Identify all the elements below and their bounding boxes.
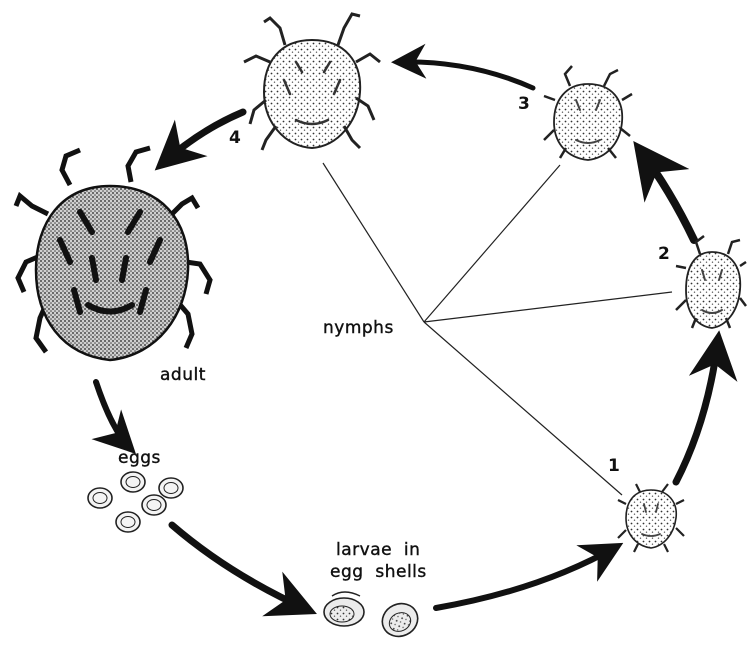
arrow-adult-to-eggs <box>96 382 130 448</box>
nymph-1-illustration <box>618 484 684 552</box>
label-stage-3: 3 <box>518 94 530 114</box>
label-eggs: eggs <box>118 448 161 468</box>
label-larvae-line-2: egg shells <box>330 562 427 582</box>
larva-shell <box>377 598 423 641</box>
nymph-4-illustration <box>244 14 380 150</box>
egg <box>142 495 166 515</box>
arrow-1-to-2 <box>676 340 718 482</box>
egg <box>121 472 145 492</box>
nymph-2-illustration <box>676 236 746 328</box>
label-stage-2: 2 <box>658 244 670 264</box>
arrow-3-to-4 <box>398 62 533 88</box>
label-stage-4: 4 <box>229 128 241 148</box>
arrow-larvae-to-1 <box>436 547 616 608</box>
arrow-eggs-to-larvae <box>172 525 308 610</box>
larva-shell <box>324 592 364 626</box>
eggs-cluster <box>88 472 183 532</box>
label-nymphs: nymphs <box>323 318 394 338</box>
egg <box>88 488 112 508</box>
label-stage-1: 1 <box>608 456 620 476</box>
egg <box>159 478 183 498</box>
egg <box>116 512 140 532</box>
label-larvae-line-1: larvae in <box>336 540 420 560</box>
arrow-2-to-3 <box>640 150 694 240</box>
larvae-egg-shells <box>324 592 423 641</box>
label-adult: adult <box>160 365 206 385</box>
adult-tick-illustration <box>16 148 210 360</box>
nymph-3-illustration <box>544 66 632 160</box>
